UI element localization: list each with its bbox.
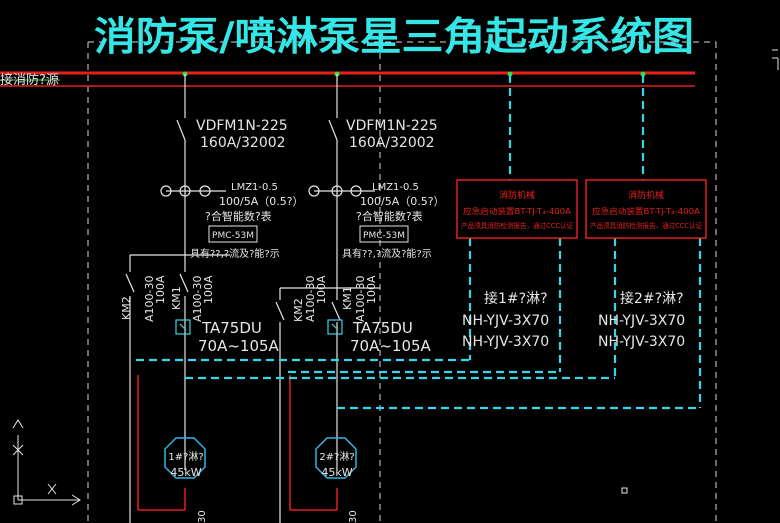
cable-2-label: 接2#?淋? — [620, 290, 684, 307]
motor-2-tag: 30 — [348, 510, 359, 523]
breaker-1-model: VDFM1N-225 — [196, 118, 288, 134]
feeder-1-red-return — [137, 375, 186, 511]
fire-panel-1-title: 消防机械 — [499, 189, 535, 201]
relay-2-icon — [327, 319, 343, 335]
bus-nodes — [182, 71, 646, 77]
breaker-1-rating: 160A/32002 — [200, 135, 286, 151]
feeder-1-wiring — [125, 74, 230, 523]
edge-marks — [772, 49, 779, 70]
relay-1-icon — [175, 319, 191, 335]
grip-marker — [621, 487, 628, 494]
meter-1-note: 具有??,?流及?能?示 — [190, 247, 280, 260]
fire-panel-1-line2: 产品须具消防检测报告，通过CCC认证 — [461, 221, 573, 230]
breaker-2-rating: 160A/32002 — [349, 135, 435, 151]
feeder-2-red-return — [289, 375, 338, 511]
ct-2-ratio: 100/5A（0.5?） — [360, 195, 445, 208]
meter-2-model: PMC-53M — [363, 231, 405, 241]
contactor-km2-2-rating: 100A — [315, 275, 328, 304]
contactor-km1-1: KM1 — [170, 286, 183, 310]
cable-1-spec2: NH-YJV-3X70 — [462, 334, 549, 350]
relay-2-range: 70A~105A — [350, 337, 432, 355]
meter-1-model: PMC-53M — [212, 231, 254, 241]
contactor-km2-1-model: A100-30 — [143, 276, 156, 323]
contactor-km2-2: KM2 — [292, 298, 305, 322]
ct-1-model: LMZ1-0.5 — [231, 182, 278, 193]
control-wiring — [136, 75, 702, 410]
fire-panel-2 — [585, 179, 707, 239]
meter-1-label: ?合智能数?表 — [205, 209, 272, 223]
relay-2-model: TA75DU — [352, 319, 413, 337]
feeder-2-ct-icon — [308, 185, 362, 197]
motor-1-power: 45kW — [170, 466, 201, 479]
ct-2-model: LMZ1-0.5 — [372, 182, 419, 193]
busbar — [0, 71, 695, 87]
relay-1-model: TA75DU — [201, 319, 262, 337]
meter-2-note: 具有??,?流及?能?示 — [342, 247, 432, 260]
cable-1-label: 接1#?淋? — [484, 290, 548, 307]
motor-1-label: 1#?淋? — [168, 450, 203, 463]
contactor-km1-2: KM1 — [341, 286, 354, 310]
contactor-km2-2-model: A100-30 — [304, 276, 317, 323]
contactor-km2-1-rating: 100A — [154, 275, 167, 304]
drawing-frame — [87, 41, 717, 523]
ct-1-ratio: 100/5A（0.5?） — [219, 195, 304, 208]
breaker-2-model: VDFM1N-225 — [346, 118, 438, 134]
relay-1-range: 70A~105A — [198, 337, 280, 355]
contactor-km1-2-model: A100-30 — [354, 276, 367, 323]
diagram-title: 消防泵/喷淋泵星三角起动系统图 — [94, 15, 694, 60]
ucs-axis-icon — [12, 419, 81, 506]
motor-2-power: 45kW — [321, 466, 352, 479]
fire-panel-1 — [456, 179, 578, 239]
contactor-km2-1: KM2 — [120, 296, 133, 320]
cable-1-spec1: NH-YJV-3X70 — [462, 313, 549, 329]
meter-2-box — [359, 225, 409, 243]
fire-panel-2-line2: 产品须具消防检测报告，通过CCC认证 — [590, 221, 702, 230]
motor-2-label: 2#?淋? — [319, 450, 354, 463]
contactor-km1-1-rating: 100A — [202, 275, 215, 304]
motor-1-tag: 30 — [197, 510, 208, 523]
cable-2-spec1: NH-YJV-3X70 — [598, 313, 685, 329]
motor-1-symbol — [164, 437, 206, 479]
contactor-km1-1-model: A100-30 — [191, 276, 204, 323]
fire-panel-1-line1: 应急启动装置BT-TJ-T₄-400A — [463, 206, 572, 216]
motor-2-symbol — [315, 437, 357, 479]
contactor-km1-2-rating: 100A — [365, 275, 378, 304]
feeder-1-ct-icon — [160, 185, 211, 197]
meter-2-label: ?合智能数?表 — [356, 209, 423, 223]
cable-2-spec2: NH-YJV-3X70 — [598, 334, 685, 350]
source-label: 接消防?源 — [0, 72, 59, 88]
fire-panel-2-title: 消防机械 — [628, 189, 664, 201]
meter-1-box — [208, 225, 258, 243]
feeder-2-wiring — [275, 74, 380, 523]
fire-panel-2-line1: 应急启动装置BT-TJ-T₄-400A — [592, 206, 701, 216]
